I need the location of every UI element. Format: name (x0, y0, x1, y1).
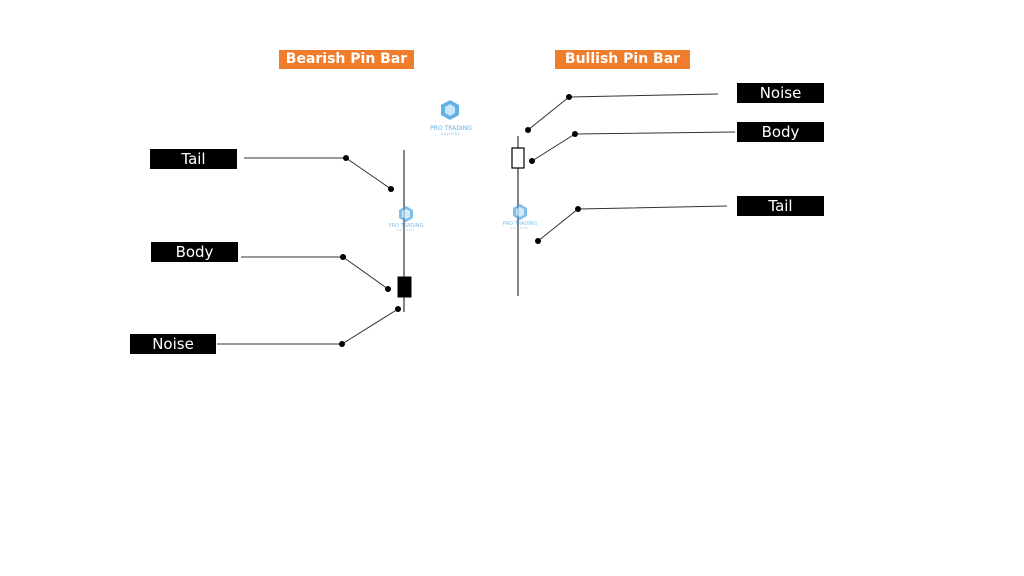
bearish-body-connector (241, 254, 391, 292)
bearish-body-label: Body (151, 242, 238, 262)
bullish-candle-body (511, 147, 525, 169)
bearish-noise-label: Noise (130, 334, 216, 354)
bullish-noise-connector (525, 93, 719, 133)
bearish-candle-body (397, 276, 412, 298)
svg-text:SCHOOL: SCHOOL (441, 132, 462, 136)
bullish-body-connector (529, 131, 736, 164)
bullish-tail-label: Tail (737, 196, 824, 216)
watermark-logo-left: PRO TRADING SCHOOL (389, 206, 424, 232)
bearish-tail-label: Tail (150, 149, 237, 169)
bullish-tail-connector (535, 205, 728, 244)
svg-text:PRO TRADING: PRO TRADING (430, 125, 472, 132)
watermark-logo-right: PRO TRADING SCHOOL (503, 204, 538, 230)
bearish-pin-bar-title: Bearish Pin Bar (279, 50, 414, 69)
svg-text:PRO TRADING: PRO TRADING (389, 223, 424, 229)
bullish-body-label: Body (737, 122, 824, 142)
svg-text:SCHOOL: SCHOOL (397, 228, 416, 232)
bearish-noise-connector (217, 306, 401, 347)
bullish-pin-bar-title: Bullish Pin Bar (555, 50, 690, 69)
bullish-noise-label: Noise (737, 83, 824, 103)
svg-text:SCHOOL: SCHOOL (511, 226, 530, 230)
bearish-tail-connector (244, 155, 394, 192)
pro-trading-school-logo: PRO TRADING SCHOOL (430, 100, 472, 136)
svg-text:PRO TRADING: PRO TRADING (503, 221, 538, 227)
